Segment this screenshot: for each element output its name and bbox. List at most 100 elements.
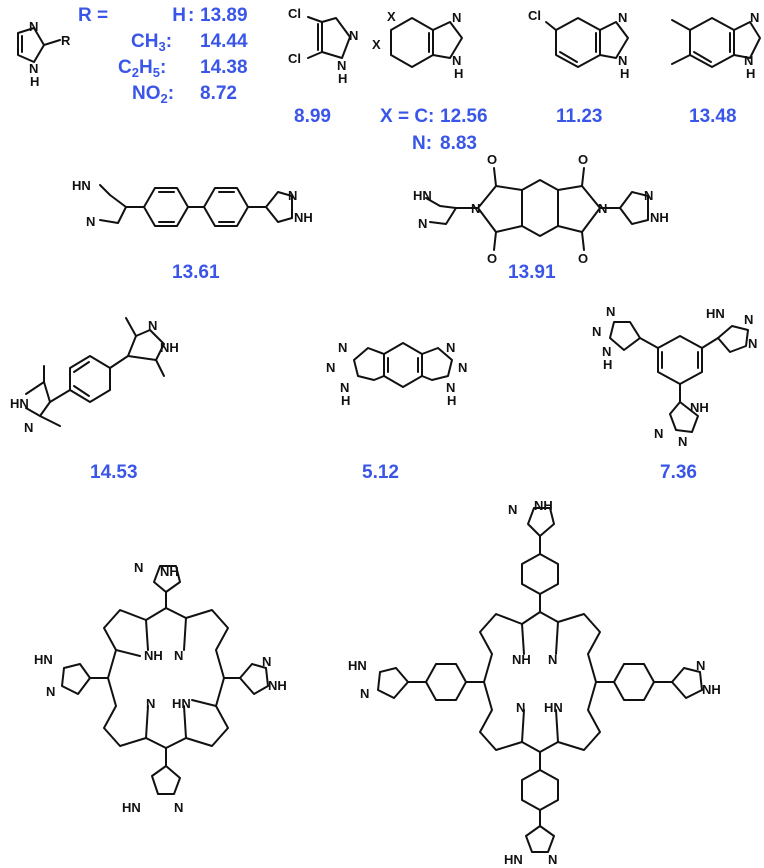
atom-core-hn-2: HN bbox=[544, 700, 563, 715]
tetramethyl-bispyrazole-value: 14.53 bbox=[90, 462, 138, 483]
atom-nh-h: H bbox=[30, 74, 39, 89]
dichloroimidazole-value: 8.99 bbox=[294, 106, 331, 127]
atom-nh-left-h: H bbox=[341, 393, 350, 408]
atom-core-n-1: N bbox=[174, 648, 183, 663]
atom-bottom-hn: HN bbox=[504, 852, 523, 867]
atom-n: N bbox=[29, 19, 38, 34]
benzobistriazole-structure: N N N H N N N H bbox=[326, 340, 467, 408]
atom-core-hn-2: HN bbox=[172, 696, 191, 711]
atom-core-n-2: N bbox=[146, 696, 155, 711]
atom-n: N bbox=[349, 28, 358, 43]
atom-core-n-1: N bbox=[548, 652, 557, 667]
atom-nh-right-h: H bbox=[447, 393, 456, 408]
atom-nh-right: NH bbox=[160, 340, 179, 355]
atom-n-2: N bbox=[326, 360, 335, 375]
atom-core-n-2: N bbox=[516, 700, 525, 715]
atom-t2-n1: N bbox=[744, 312, 753, 327]
purine-x-n-label: N: bbox=[412, 133, 432, 154]
r-ch3-label: CH3: bbox=[131, 31, 172, 54]
atom-t2-n2: N bbox=[748, 336, 757, 351]
purine-structure: X X N N H bbox=[372, 9, 463, 81]
svg-text::: : bbox=[188, 5, 194, 26]
tristriazolylbenzene-value: 7.36 bbox=[660, 462, 697, 483]
chlorobenzimidazole-structure: Cl N N H bbox=[528, 8, 629, 81]
atom-t3-n1: N bbox=[654, 426, 663, 441]
atom-nh-h: H bbox=[454, 66, 463, 81]
r-equals-label: R = bbox=[78, 5, 108, 26]
r-h-value: 13.89 bbox=[200, 5, 248, 26]
atom-nh-right-n: N bbox=[446, 380, 455, 395]
tetrapyrazolyl-porphyrin-structure: N NH HN N HN N N NH NH N N HN bbox=[34, 560, 287, 815]
atom-right-n: N bbox=[696, 658, 705, 673]
atom-n: N bbox=[452, 10, 461, 25]
atom-n-left: N bbox=[24, 420, 33, 435]
dimethylbenzimidazole-value: 13.48 bbox=[689, 106, 737, 127]
atom-left-n: N bbox=[46, 684, 55, 699]
imidazole-values: R = H : 13.89 CH3: 14.44 C2H5: 14.38 NO2… bbox=[78, 5, 248, 106]
atom-core-nh-1: NH bbox=[144, 648, 163, 663]
atom-cl: Cl bbox=[528, 8, 541, 23]
atom-bottom-n: N bbox=[174, 800, 183, 815]
atom-top-nh: NH bbox=[534, 498, 553, 513]
r-c2h5-label: C2H5: bbox=[118, 57, 166, 80]
tetrakis-pyrazolylphenyl-porphyrin-structure: NH N N HN N NH HN N HN N N NH bbox=[348, 498, 721, 867]
atom-o-2: O bbox=[487, 251, 497, 266]
atom-n-left: N bbox=[418, 216, 427, 231]
atom-t1-nh-n: N bbox=[602, 344, 611, 359]
purine-x-c-label: X = C: bbox=[380, 106, 434, 127]
atom-nh-n: N bbox=[744, 53, 753, 68]
atom-top-n: N bbox=[134, 560, 143, 575]
atom-nh-left-n: N bbox=[340, 380, 349, 395]
r-no2-label: NO2: bbox=[132, 83, 174, 106]
atom-left-hn: HN bbox=[348, 658, 367, 673]
tetramethyl-bispyrazole-structure: HN N N NH bbox=[10, 317, 179, 435]
atom-nh-h: H bbox=[746, 66, 755, 81]
atom-n-right: N bbox=[148, 318, 157, 333]
atom-nh-n: N bbox=[618, 53, 627, 68]
atom-n: N bbox=[618, 10, 627, 25]
atom-o-4: O bbox=[578, 251, 588, 266]
atom-t3-n2: N bbox=[678, 434, 687, 449]
atom-nh-h: H bbox=[620, 66, 629, 81]
purine-x-n-value: 8.83 bbox=[440, 133, 477, 154]
atom-cl-1: Cl bbox=[288, 6, 301, 21]
atom-bottom-hn: HN bbox=[122, 800, 141, 815]
dichloroimidazole-structure: Cl Cl N N H bbox=[288, 6, 358, 86]
atom-nh-n: N bbox=[29, 61, 38, 76]
atom-nh-right: NH bbox=[294, 210, 313, 225]
atom-t1-nh-h: H bbox=[603, 357, 612, 372]
atom-t1-n1: N bbox=[606, 304, 615, 319]
atom-x-1: X bbox=[387, 9, 396, 24]
biphenyl-bispyrazole-value: 13.61 bbox=[172, 262, 220, 283]
pyromellitic-bispyrazole-value: 13.91 bbox=[508, 262, 556, 283]
atom-t2-hn: HN bbox=[706, 306, 725, 321]
benzobistriazole-value: 5.12 bbox=[362, 462, 399, 483]
purine-x-c-value: 12.56 bbox=[440, 106, 488, 127]
r-no2-value: 8.72 bbox=[200, 83, 237, 104]
atom-n-right: N bbox=[644, 188, 653, 203]
atom-imide-n-right: N bbox=[598, 201, 607, 216]
biphenyl-bispyrazole-structure: HN N N NH bbox=[72, 178, 313, 229]
atom-imide-n-left: N bbox=[471, 201, 480, 216]
atom-hn-left: HN bbox=[10, 396, 29, 411]
atom-t3-nh: NH bbox=[690, 400, 709, 415]
r-c2h5-value: 14.38 bbox=[200, 57, 248, 78]
atom-hn-left: HN bbox=[413, 188, 432, 203]
atom-n-4: N bbox=[458, 360, 467, 375]
atom-n-1: N bbox=[338, 340, 347, 355]
atom-t1-n2: N bbox=[592, 324, 601, 339]
atom-left-n: N bbox=[360, 686, 369, 701]
r-ch3-value: 14.44 bbox=[200, 31, 248, 52]
atom-o-3: O bbox=[578, 152, 588, 167]
atom-top-nh: NH bbox=[160, 564, 179, 579]
dimethylbenzimidazole-structure: N N H bbox=[671, 10, 761, 81]
atom-bottom-n: N bbox=[548, 852, 557, 867]
atom-top-n: N bbox=[508, 502, 517, 517]
atom-right-nh: NH bbox=[268, 678, 287, 693]
atom-nh-n: N bbox=[337, 58, 346, 73]
tristriazolylbenzene-structure: N N N H HN N N NH N N bbox=[592, 304, 757, 449]
atom-left-hn: HN bbox=[34, 652, 53, 667]
pyromellitic-bispyrazole-structure: HN N N N O O O O N NH bbox=[413, 152, 669, 266]
r-h-label: H bbox=[172, 5, 186, 26]
